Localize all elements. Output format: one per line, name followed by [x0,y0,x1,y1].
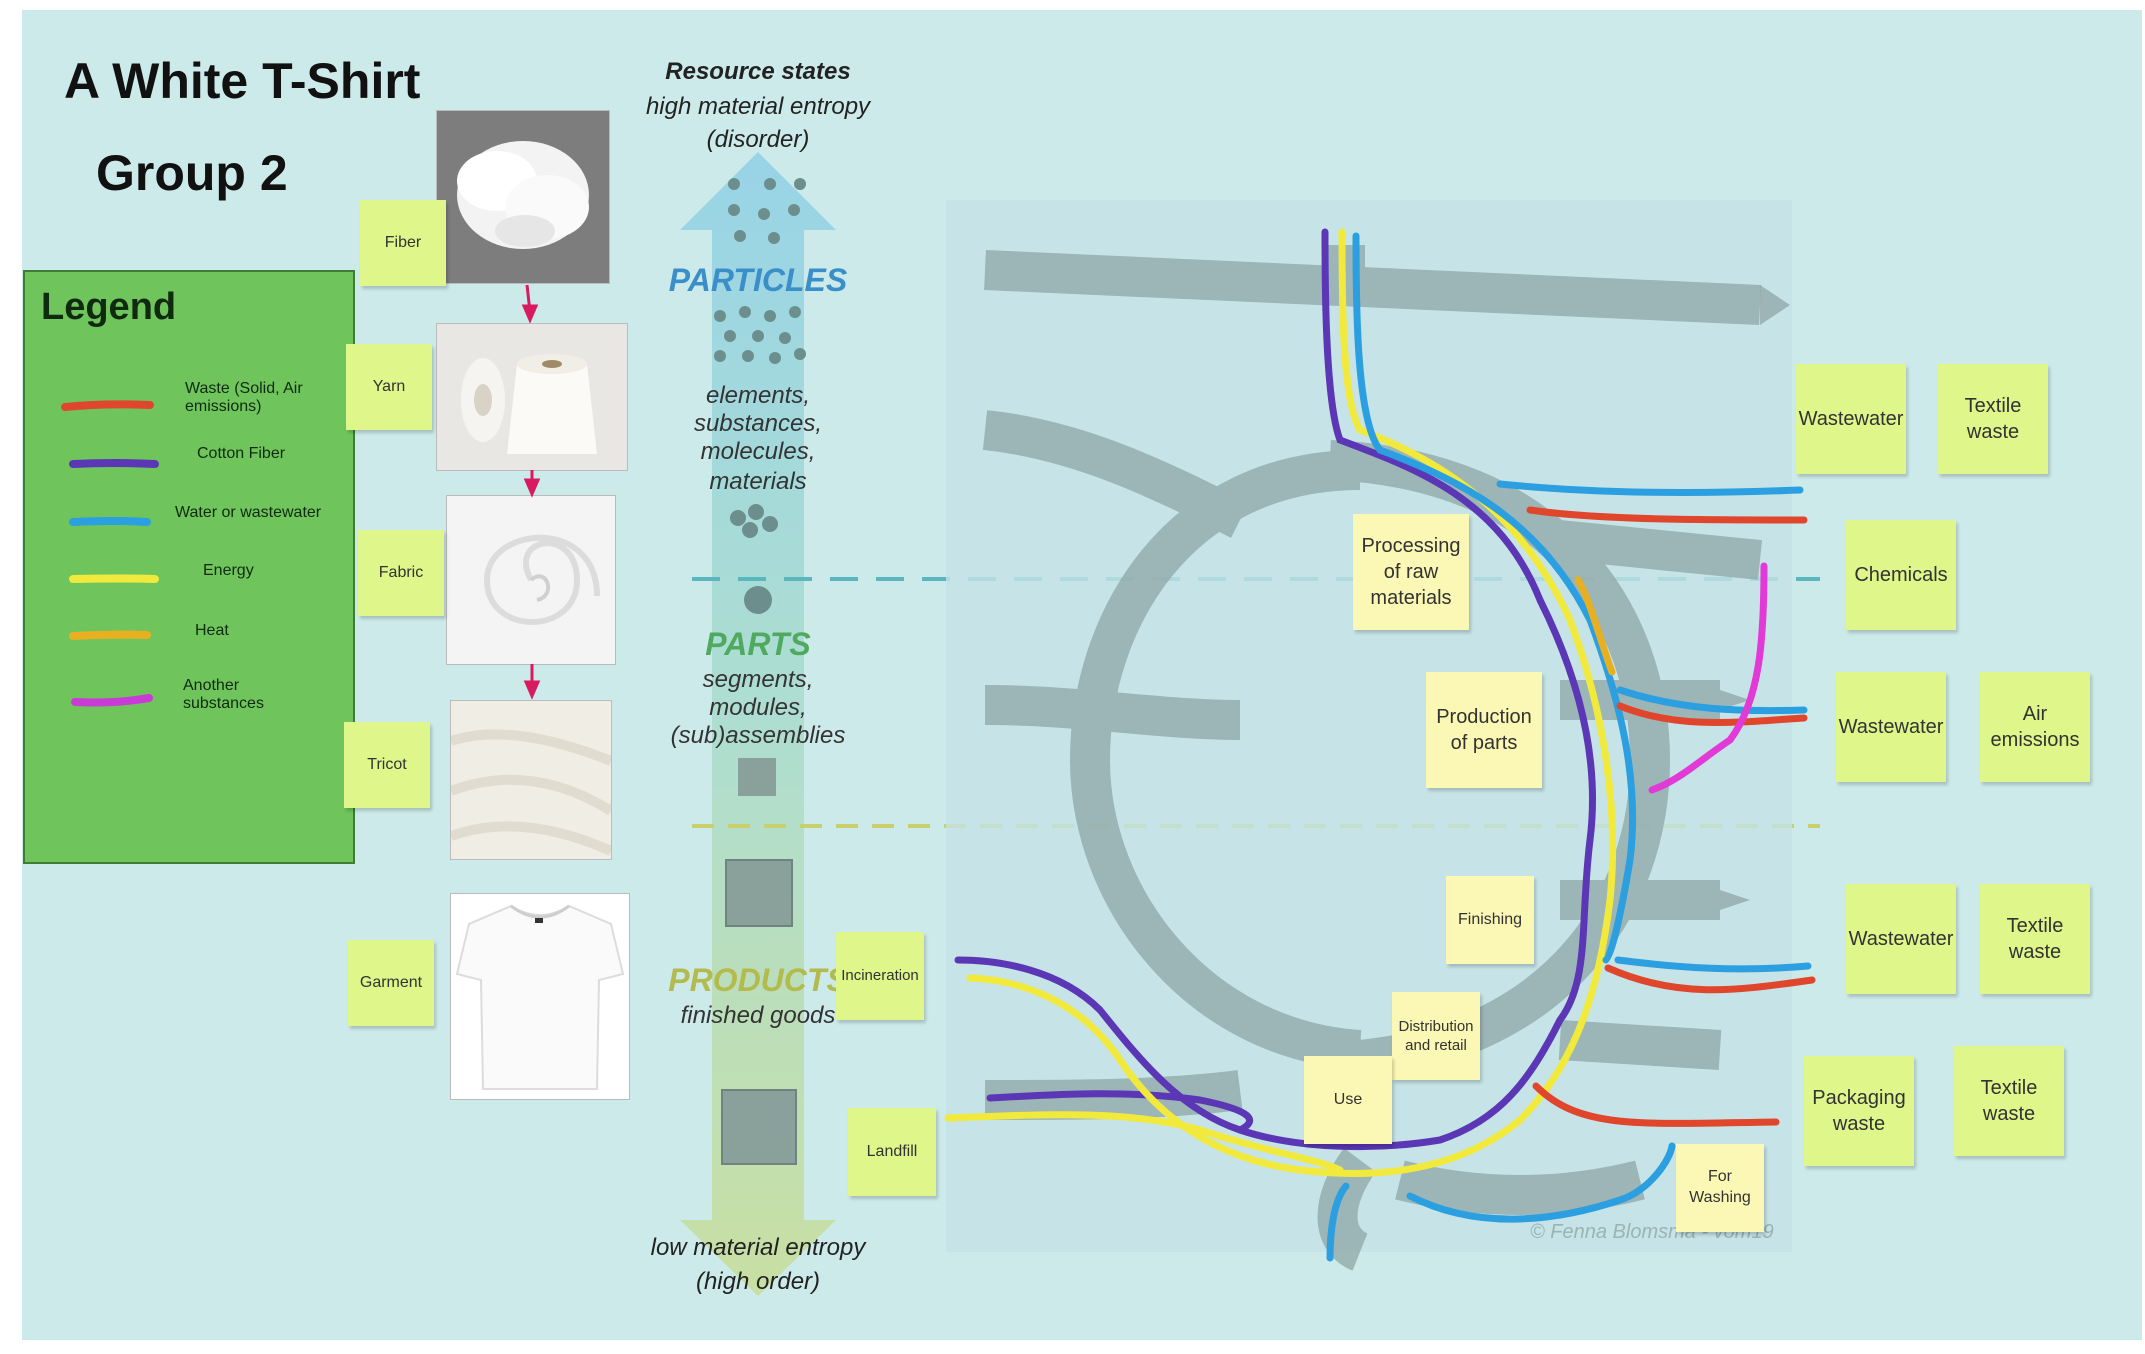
sticky-washing[interactable]: For Washing [1676,1144,1764,1232]
sticky-packaging-waste[interactable]: Packaging waste [1804,1056,1914,1166]
particles-desc-4: materials [660,468,856,496]
legend-label-heat: Heat [195,622,315,640]
yarn-photo [436,323,628,471]
high-entropy-note: high material entropy [630,93,886,121]
sticky-incineration[interactable]: Incineration [836,932,924,1020]
low-entropy-note-2: (high order) [640,1268,876,1296]
parts-desc-2: modules, [660,694,856,722]
sticky-air-emissions[interactable]: Air emissions [1980,672,2090,782]
legend-label-water: Water or wastewater [175,504,345,522]
legend-swatch-heat [73,635,147,636]
products-desc: finished goods [660,1002,856,1030]
sticky-textile-waste-2[interactable]: Textile waste [1980,884,2090,994]
sticky-textile-waste-1[interactable]: Textile waste [1938,364,2048,474]
sticky-production[interactable]: Production of parts [1426,672,1542,788]
parts-desc-1: segments, [660,666,856,694]
legend-panel: Legend Waste (Solid, Air emissions) Cott… [23,270,355,864]
legend-label-energy: Energy [203,562,323,580]
sticky-use[interactable]: Use [1304,1056,1392,1144]
sticky-textile-waste-3[interactable]: Textile waste [1954,1046,2064,1156]
sticky-wastewater-1[interactable]: Wastewater [1796,364,1906,474]
sticky-fabric[interactable]: Fabric [358,530,444,616]
page-title: A White T-Shirt [64,52,420,110]
legend-label-waste: Waste (Solid, Air emissions) [185,380,325,416]
legend-swatch-other [75,698,149,703]
fiber-photo [436,110,610,284]
low-entropy-note: low material entropy [628,1234,888,1262]
tricot-photo [450,700,612,860]
sticky-wastewater-3[interactable]: Wastewater [1846,884,1956,994]
high-entropy-note-2: (disorder) [640,126,876,154]
sticky-landfill[interactable]: Landfill [848,1108,936,1196]
legend-swatch-cotton [73,463,155,464]
legend-swatch-water [73,521,147,522]
sticky-tricot[interactable]: Tricot [344,722,430,808]
particles-desc-1: elements, [660,382,856,410]
garment-photo [450,893,630,1100]
fabric-photo [446,495,616,665]
sticky-fiber[interactable]: Fiber [360,200,446,286]
legend-swatch-waste [65,404,150,407]
sticky-garment[interactable]: Garment [348,940,434,1026]
group-label: Group 2 [96,144,288,202]
legend-swatch-energy [73,579,155,580]
parts-desc-3: (sub)assemblies [650,722,866,750]
sticky-wastewater-2[interactable]: Wastewater [1836,672,1946,782]
products-label: PRODUCTS [660,962,856,999]
sticky-distribution[interactable]: Distribution and retail [1392,992,1480,1080]
particles-desc-2: substances, [660,410,856,438]
sticky-processing[interactable]: Processing of raw materials [1353,514,1469,630]
particles-label: PARTICLES [660,262,856,299]
legend-label-cotton: Cotton Fiber [197,445,337,463]
parts-label: PARTS [660,626,856,663]
resource-states-heading: Resource states [640,58,876,86]
sticky-yarn[interactable]: Yarn [346,344,432,430]
sticky-chemicals[interactable]: Chemicals [1846,520,1956,630]
legend-label-other: Another substances [183,677,303,713]
particles-desc-3: molecules, [660,438,856,466]
sticky-finishing[interactable]: Finishing [1446,876,1534,964]
